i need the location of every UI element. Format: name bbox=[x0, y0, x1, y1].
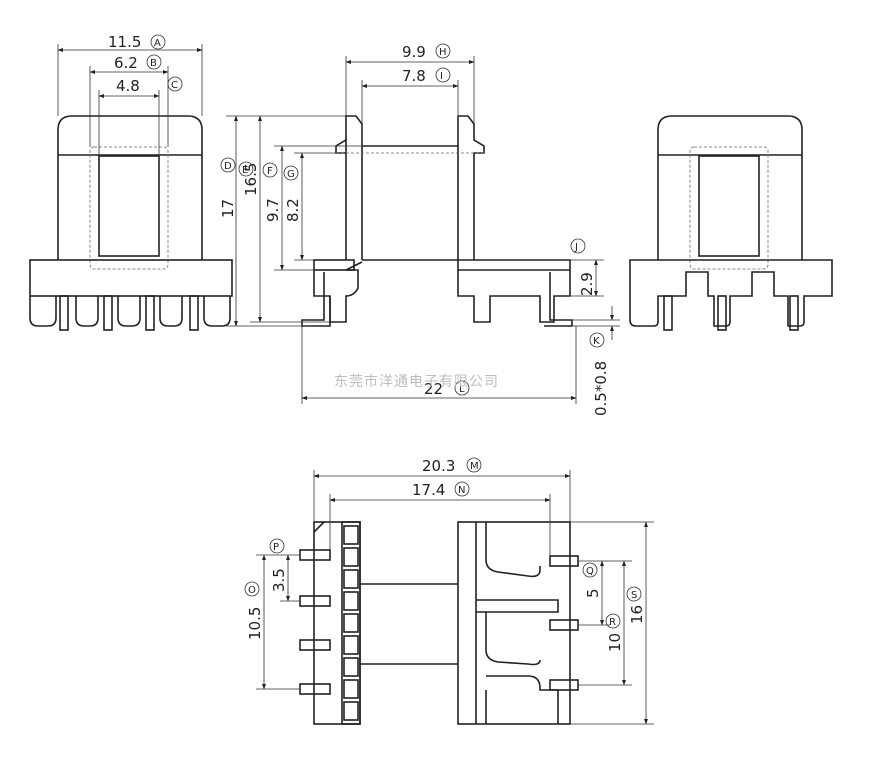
dim-d-value: 17 bbox=[219, 199, 237, 218]
dim-o-value: 10.5 bbox=[246, 607, 264, 640]
rear-view bbox=[629, 115, 833, 331]
dim-h-value: 9.9 bbox=[402, 43, 426, 61]
dim-p-label: P bbox=[273, 542, 279, 553]
dim-s-value: 16 bbox=[628, 605, 646, 624]
dim-i-label: I bbox=[440, 71, 443, 82]
dim-a-label: A bbox=[154, 38, 161, 49]
dim-j-value: 2.9 bbox=[578, 272, 596, 296]
dim-s-label: S bbox=[631, 590, 637, 601]
dim-m-value: 20.3 bbox=[422, 457, 455, 475]
dim-c-label: C bbox=[171, 80, 178, 91]
dim-n-value: 17.4 bbox=[412, 481, 445, 499]
dim-f-label: F bbox=[267, 166, 273, 177]
dim-b-label: B bbox=[150, 58, 157, 69]
dim-e-value: 16.5 bbox=[242, 163, 260, 196]
dim-p-value: 3.5 bbox=[270, 568, 288, 592]
dim-c-value: 4.8 bbox=[116, 77, 140, 95]
dim-a-value: 11.5 bbox=[108, 33, 141, 51]
front-view: 11.5 A 6.2 B 4.8 C bbox=[29, 33, 233, 331]
company-watermark: 东莞市洋通电子有限公司 bbox=[334, 373, 499, 390]
dim-o-label: O bbox=[248, 585, 256, 596]
dim-h-label: H bbox=[439, 47, 447, 58]
dim-k-value: 0.5*0.8 bbox=[592, 361, 610, 416]
bottom-view: 20.3 M 17.4 N 10.5 O 3.5 P 5 Q 10 R 16 bbox=[244, 457, 654, 725]
dim-i-value: 7.8 bbox=[402, 67, 426, 85]
dim-n-label: N bbox=[458, 485, 465, 496]
dim-b-value: 6.2 bbox=[114, 54, 138, 72]
dim-m-label: M bbox=[470, 461, 479, 472]
side-view: 9.9 H 7.8 I 17 D 16.5 E 9.7 F 8.2 G 2.9 bbox=[219, 43, 620, 416]
dim-g-label: G bbox=[287, 169, 295, 180]
dim-r-label: R bbox=[609, 617, 616, 628]
dim-l-label: L bbox=[459, 384, 465, 395]
dim-f-value: 9.7 bbox=[264, 198, 282, 222]
dim-q-value: 5 bbox=[584, 588, 602, 598]
dim-e-label: E bbox=[242, 165, 248, 176]
dim-q-label: Q bbox=[586, 566, 594, 577]
dim-l-value: 22 bbox=[424, 380, 443, 398]
dim-g-value: 8.2 bbox=[284, 198, 302, 222]
dim-r-value: 10 bbox=[606, 633, 624, 652]
dim-j-label: J bbox=[574, 242, 578, 253]
dim-k-label: K bbox=[593, 336, 600, 347]
dim-d-label: D bbox=[224, 161, 232, 172]
